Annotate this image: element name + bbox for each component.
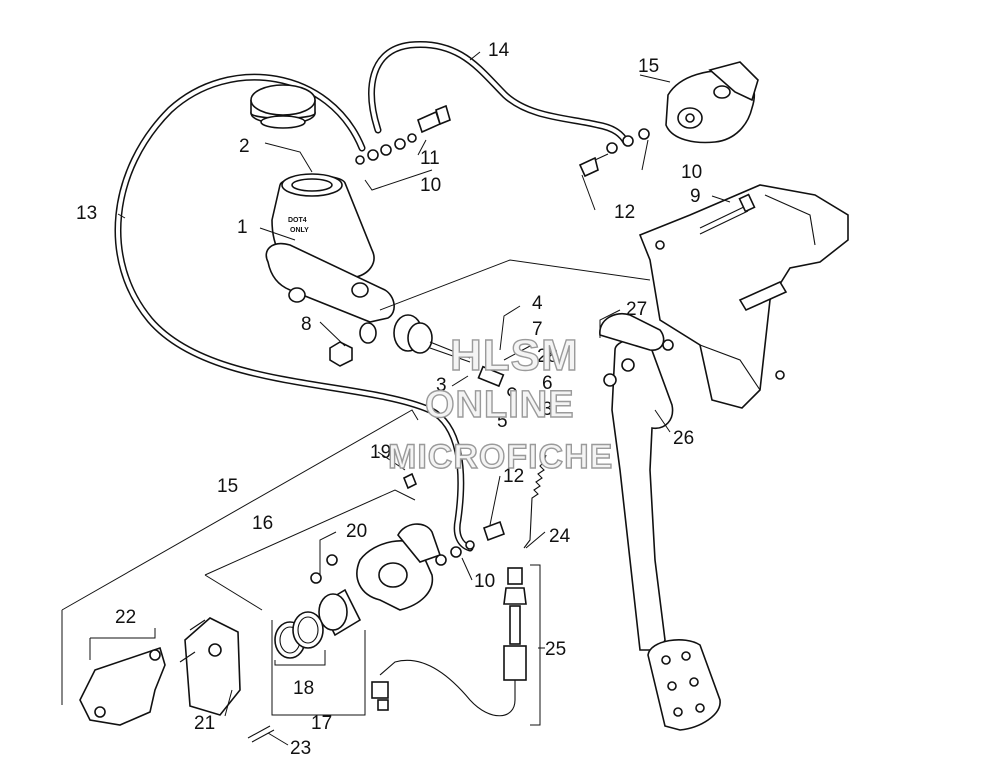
clutch-switch-25 (371, 567, 527, 717)
screw-23 (247, 725, 275, 743)
bolt-8 (329, 322, 377, 367)
banjo-bolt-12-top (578, 153, 609, 178)
callout-14: 14 (488, 40, 510, 61)
callout-27: 27 (626, 299, 647, 320)
callout-12a: 12 (614, 202, 635, 223)
callout-4: 4 (532, 293, 543, 314)
callout-24: 24 (549, 526, 571, 547)
washers-10-top (355, 133, 417, 165)
watermark-line-2: ONLINE (425, 384, 575, 426)
watermark-line-3: MICROFICHE (388, 438, 613, 476)
clevis-adjuster (738, 280, 788, 312)
callout-25: 25 (545, 639, 566, 660)
reservoir-embossing-2: ONLY (290, 227, 309, 234)
callout-15a: 15 (638, 56, 659, 77)
callout-2: 2 (239, 136, 250, 157)
washers-10-lower (435, 540, 475, 566)
callout-5: 5 (497, 411, 508, 432)
bracket-21 (179, 617, 241, 716)
callout-17: 17 (311, 713, 332, 734)
callout-11: 11 (420, 148, 440, 169)
callout-21: 21 (194, 713, 215, 734)
callout-10c: 10 (474, 571, 495, 592)
hose-13 (114, 73, 474, 552)
bolt-9 (699, 193, 756, 235)
callout-10b: 10 (681, 162, 702, 183)
callout-3a: 3 (436, 375, 447, 396)
master-cylinder-body (265, 243, 471, 363)
banjo-bolt-12-lower (482, 520, 506, 542)
callout-20: 20 (346, 521, 367, 542)
piston-17 (318, 588, 362, 637)
callout-10a: 10 (420, 175, 441, 196)
return-spring-24 (523, 454, 547, 549)
callout-28: 28 (537, 346, 558, 367)
callout-13: 13 (76, 203, 97, 224)
bushing-27 (603, 339, 674, 387)
callout-16: 16 (252, 513, 273, 534)
reservoir-embossing-1: DOT4 (288, 217, 307, 224)
watermark: HLSM ONLINE MICROFICHE (387, 330, 613, 476)
callout-7: 7 (532, 319, 543, 340)
pedal-bracket (638, 184, 849, 409)
pedal-arm (599, 313, 674, 651)
slave-cylinder-top (665, 61, 759, 144)
banjo-bolt-11 (417, 104, 451, 134)
washers-10-right (606, 128, 650, 154)
callout-1: 1 (237, 217, 248, 238)
callout-12b: 12 (503, 466, 524, 487)
pedal-pad (647, 639, 721, 731)
bleeder-20 (310, 554, 338, 584)
hose-14 (368, 40, 630, 146)
callout-19: 19 (370, 442, 391, 463)
callout-22: 22 (115, 607, 136, 628)
callout-6: 6 (542, 373, 553, 394)
callout-8: 8 (301, 314, 312, 335)
callout-18: 18 (293, 678, 314, 699)
fitting-19 (402, 472, 418, 490)
callout-26: 26 (673, 428, 694, 449)
callout-9: 9 (690, 186, 701, 207)
callout-3b: 3 (542, 399, 553, 420)
callout-labels: 1 2 3 3 4 5 6 7 8 9 10 10 10 11 12 12 13… (76, 40, 702, 759)
watermark-line-1: HLSM (450, 331, 579, 380)
leader-lines (61, 51, 731, 746)
callout-23: 23 (290, 738, 311, 759)
slave-cylinder-body (356, 523, 442, 611)
reservoir-cap (250, 84, 316, 129)
push-rod-5 (477, 365, 517, 397)
plate-22 (79, 646, 166, 726)
seals-18 (274, 611, 324, 659)
callout-15b: 15 (217, 476, 238, 497)
